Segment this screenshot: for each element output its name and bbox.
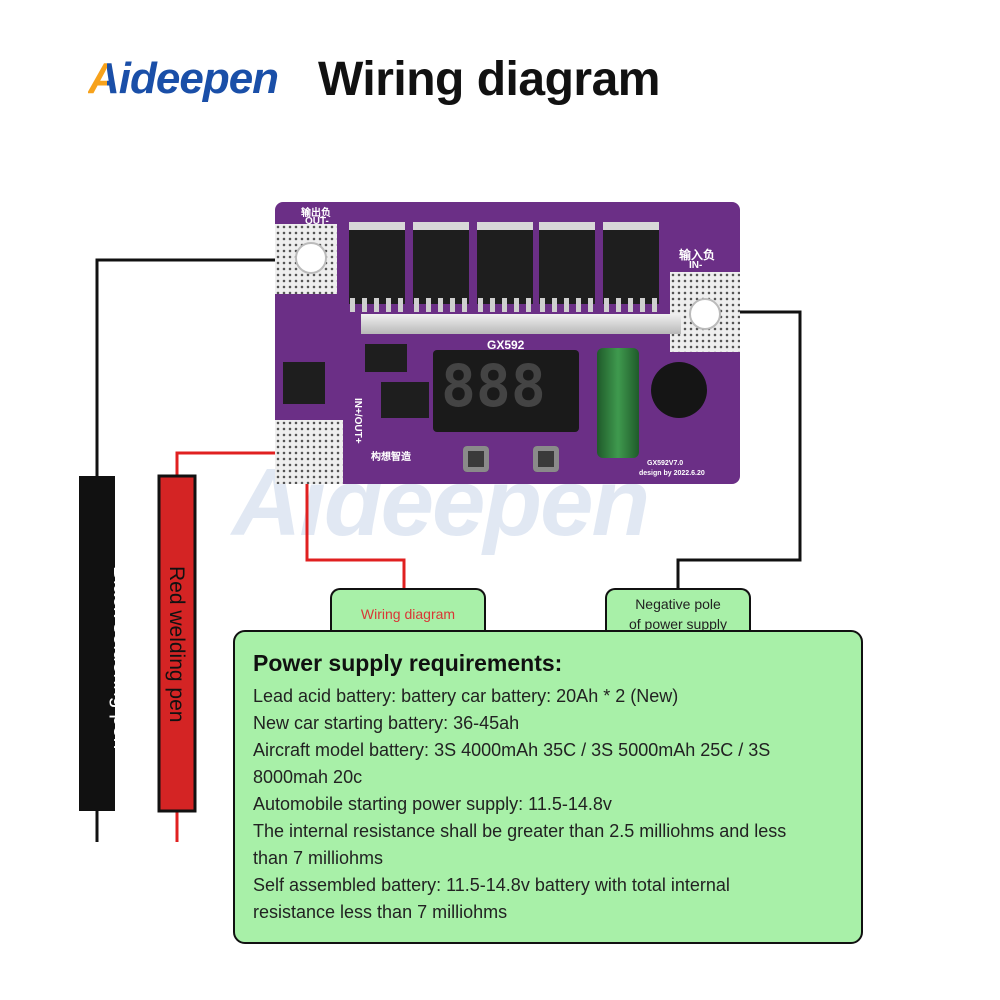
requirement-line: Lead acid battery: battery car battery: … xyxy=(253,686,679,706)
requirement-line: than 7 milliohms xyxy=(253,848,384,868)
in-label: IN- xyxy=(689,260,703,271)
black-wire xyxy=(95,258,312,478)
copper-bus-bar xyxy=(361,314,681,334)
display-digits: 888 xyxy=(441,352,546,420)
ic-chip-2 xyxy=(381,382,429,418)
out-label: OUT- xyxy=(305,216,329,227)
red-pen-label: Red welding pen xyxy=(165,566,188,723)
side-label: IN+/OUT+ xyxy=(352,398,363,444)
requirements-title: Power supply requirements: xyxy=(253,650,563,676)
requirement-line: New car starting battery: 36-45ah xyxy=(253,713,520,733)
negative-pole-line1: Negative pole xyxy=(635,596,721,612)
black-pen-body xyxy=(79,476,115,811)
in-terminal xyxy=(689,298,721,330)
ic-chip-3 xyxy=(283,362,325,404)
red-wire xyxy=(175,451,406,588)
capacitor xyxy=(597,348,639,458)
requirement-line: resistance less than 7 milliohms xyxy=(253,902,508,922)
requirement-line: Self assembled battery: 11.5-14.8v batte… xyxy=(253,875,730,895)
power-requirements-panel: Power supply requirements: Lead acid bat… xyxy=(233,630,863,944)
requirement-line: Aircraft model battery: 3S 4000mAh 35C /… xyxy=(253,740,771,760)
red-pen-body xyxy=(157,474,197,813)
negative-pole-line2: of power supply xyxy=(628,616,728,632)
out-terminal xyxy=(295,242,327,274)
mosfet-1 xyxy=(349,222,405,304)
mosfet-4 xyxy=(539,222,595,304)
requirement-line: 8000mah 20c xyxy=(253,767,363,787)
buzzer xyxy=(651,362,707,418)
mosfet-2 xyxy=(413,222,469,304)
page-title: Wiring diagram xyxy=(318,53,660,106)
wiring-diagram-tab: Wiring diagram xyxy=(330,588,486,638)
brand-logo: Aideepen xyxy=(88,54,279,103)
ic-chip-1 xyxy=(365,344,407,372)
out-label-cn: 输出负 xyxy=(301,208,331,219)
requirement-line: The internal resistance shall be greater… xyxy=(253,821,787,841)
seven-segment-display: 888 xyxy=(433,350,579,432)
board-button-2 xyxy=(533,446,559,472)
negative-wire xyxy=(676,310,802,588)
design-label: design by 2022.6.20 xyxy=(639,470,705,477)
model-label: GX592 xyxy=(487,338,525,352)
black-pen-label: Black soldering pen xyxy=(109,566,132,750)
requirement-line: Automobile starting power supply: 11.5-1… xyxy=(253,794,612,814)
plus-pad xyxy=(275,420,343,484)
version-label: GX592V7.0 xyxy=(647,460,684,467)
in-label-cn: 输入负 xyxy=(679,248,716,262)
mosfet-5 xyxy=(603,222,659,304)
board-button-1 xyxy=(463,446,489,472)
circuit-board: 输出负 OUT- 输入负 IN- GX592 888 IN+/OUT+ 构想智造… xyxy=(275,202,740,484)
mosfet-3 xyxy=(477,222,533,304)
maker-label: 构想智造 xyxy=(371,452,411,463)
negative-pole-tab: Negative pole of power supply xyxy=(605,588,751,638)
